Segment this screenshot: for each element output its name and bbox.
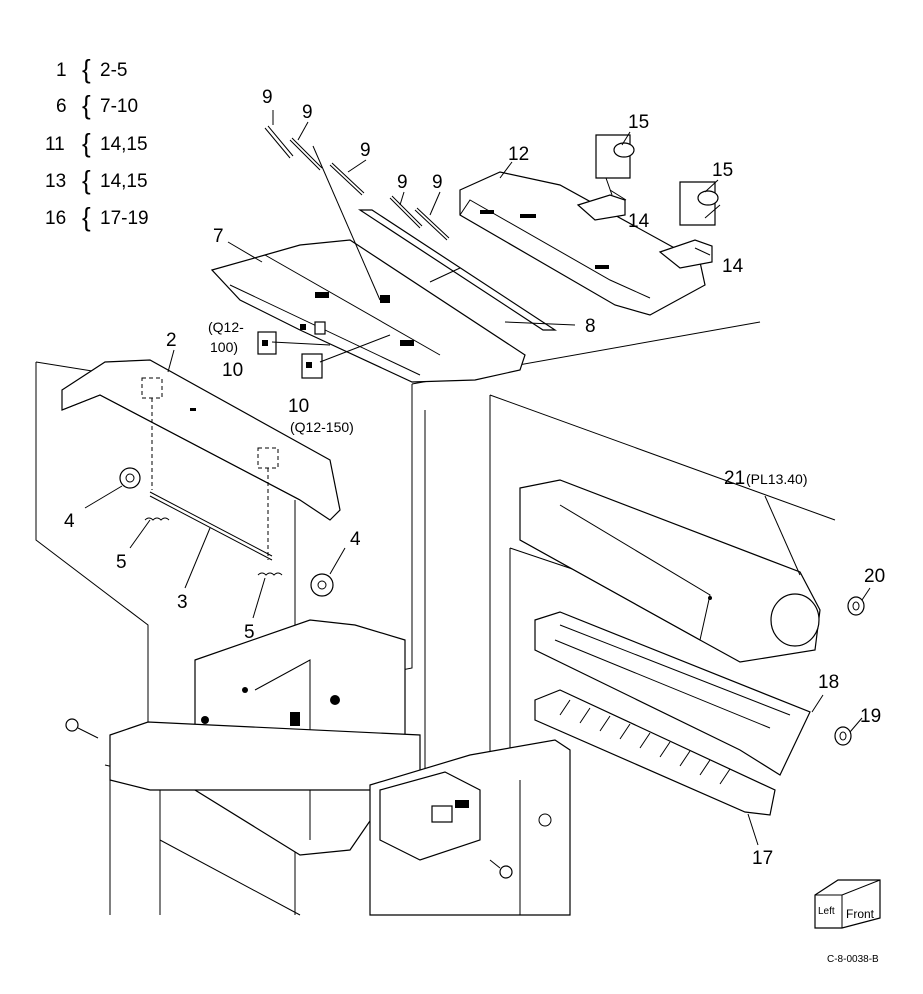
cover-2 [61, 359, 341, 560]
callout-10: 10 [288, 396, 309, 417]
legend-brace: { [82, 90, 91, 120]
orientation-left-label: Left [818, 906, 835, 917]
callout-4: 4 [64, 511, 75, 532]
right-frame [369, 739, 571, 916]
roller-4-a [119, 467, 141, 489]
leader-lines [84, 110, 871, 846]
legend-parent-1: 1 [56, 60, 67, 81]
callout-7: 7 [213, 226, 224, 247]
callout-15: 15 [712, 160, 733, 181]
callout-5: 5 [244, 622, 255, 643]
screw-bottom [489, 859, 513, 879]
legend-children-11: 14,15 [100, 134, 148, 155]
paper-guide-assembly-7 [210, 239, 526, 383]
figure-code: C-8-0038-B [827, 954, 879, 965]
tray-18 [534, 611, 811, 776]
callout-q12-100-line1: (Q12- [208, 319, 244, 335]
legend-children-6: 7-10 [100, 96, 138, 117]
legend-children-13: 14,15 [100, 171, 148, 192]
callout-q12-100-line2: 100) [210, 339, 238, 355]
legend-parent-11: 11 [45, 134, 65, 155]
callout-18: 18 [818, 672, 839, 693]
sensor-10-a [257, 331, 277, 355]
callout-21: 21 [724, 468, 745, 489]
callout-9: 9 [432, 172, 443, 193]
roller-4-b [310, 573, 334, 597]
legend-brace: { [82, 202, 91, 232]
callout-21-ref: (PL13.40) [746, 471, 807, 487]
legend-parent-16: 16 [45, 208, 66, 229]
spring-plates-9 [264, 125, 450, 241]
callout-12: 12 [508, 144, 529, 165]
legend-children-1: 2-5 [100, 60, 127, 81]
callout-19: 19 [860, 706, 881, 727]
screw-left [65, 718, 99, 739]
actuator-15-a [595, 134, 635, 179]
callout-9: 9 [397, 172, 408, 193]
callout-labels: 9 9 9 9 9 12 15 15 14 14 7 8 (Q12- 100) … [64, 87, 885, 869]
callout-4: 4 [350, 529, 361, 550]
callout-15: 15 [628, 112, 649, 133]
cover-12 [459, 171, 706, 316]
callout-5: 5 [116, 552, 127, 573]
callout-2: 2 [166, 330, 177, 351]
guide-17 [534, 689, 776, 816]
callout-9: 9 [302, 102, 313, 123]
callout-3: 3 [177, 592, 188, 613]
shaft-3 [149, 491, 273, 561]
legend-parent-6: 6 [56, 96, 67, 117]
callout-9: 9 [360, 140, 371, 161]
legend-brace: { [82, 165, 91, 195]
callout-14: 14 [722, 256, 744, 277]
knob-20 [847, 596, 865, 616]
callout-14: 14 [628, 211, 650, 232]
actuator-15-b [679, 181, 719, 226]
spring-5-a [144, 517, 170, 521]
callout-10: 10 [222, 360, 243, 381]
callout-9: 9 [262, 87, 273, 108]
assembly-legend: 1 { 2-5 6 { 7-10 11 { 14,15 13 { 14,15 1… [45, 54, 149, 232]
callout-q12-150: (Q12-150) [290, 419, 354, 435]
callout-20: 20 [864, 566, 885, 587]
main-frame [109, 619, 421, 916]
legend-children-16: 17-19 [100, 208, 149, 229]
knob-19 [834, 726, 852, 746]
bracket-14-a [576, 194, 626, 221]
bracket-14-b [658, 239, 713, 269]
orientation-cube-icon: Left Front [814, 879, 881, 929]
legend-brace: { [82, 54, 91, 84]
legend-brace: { [82, 128, 91, 158]
callout-17: 17 [752, 848, 773, 869]
legend-parent-13: 13 [45, 171, 66, 192]
long-strip-8 [357, 209, 558, 331]
spring-5-b [257, 572, 283, 576]
sensor-10-b [301, 353, 323, 379]
callout-8: 8 [585, 316, 596, 337]
module-21 [519, 479, 821, 663]
orientation-front-label: Front [846, 907, 875, 921]
